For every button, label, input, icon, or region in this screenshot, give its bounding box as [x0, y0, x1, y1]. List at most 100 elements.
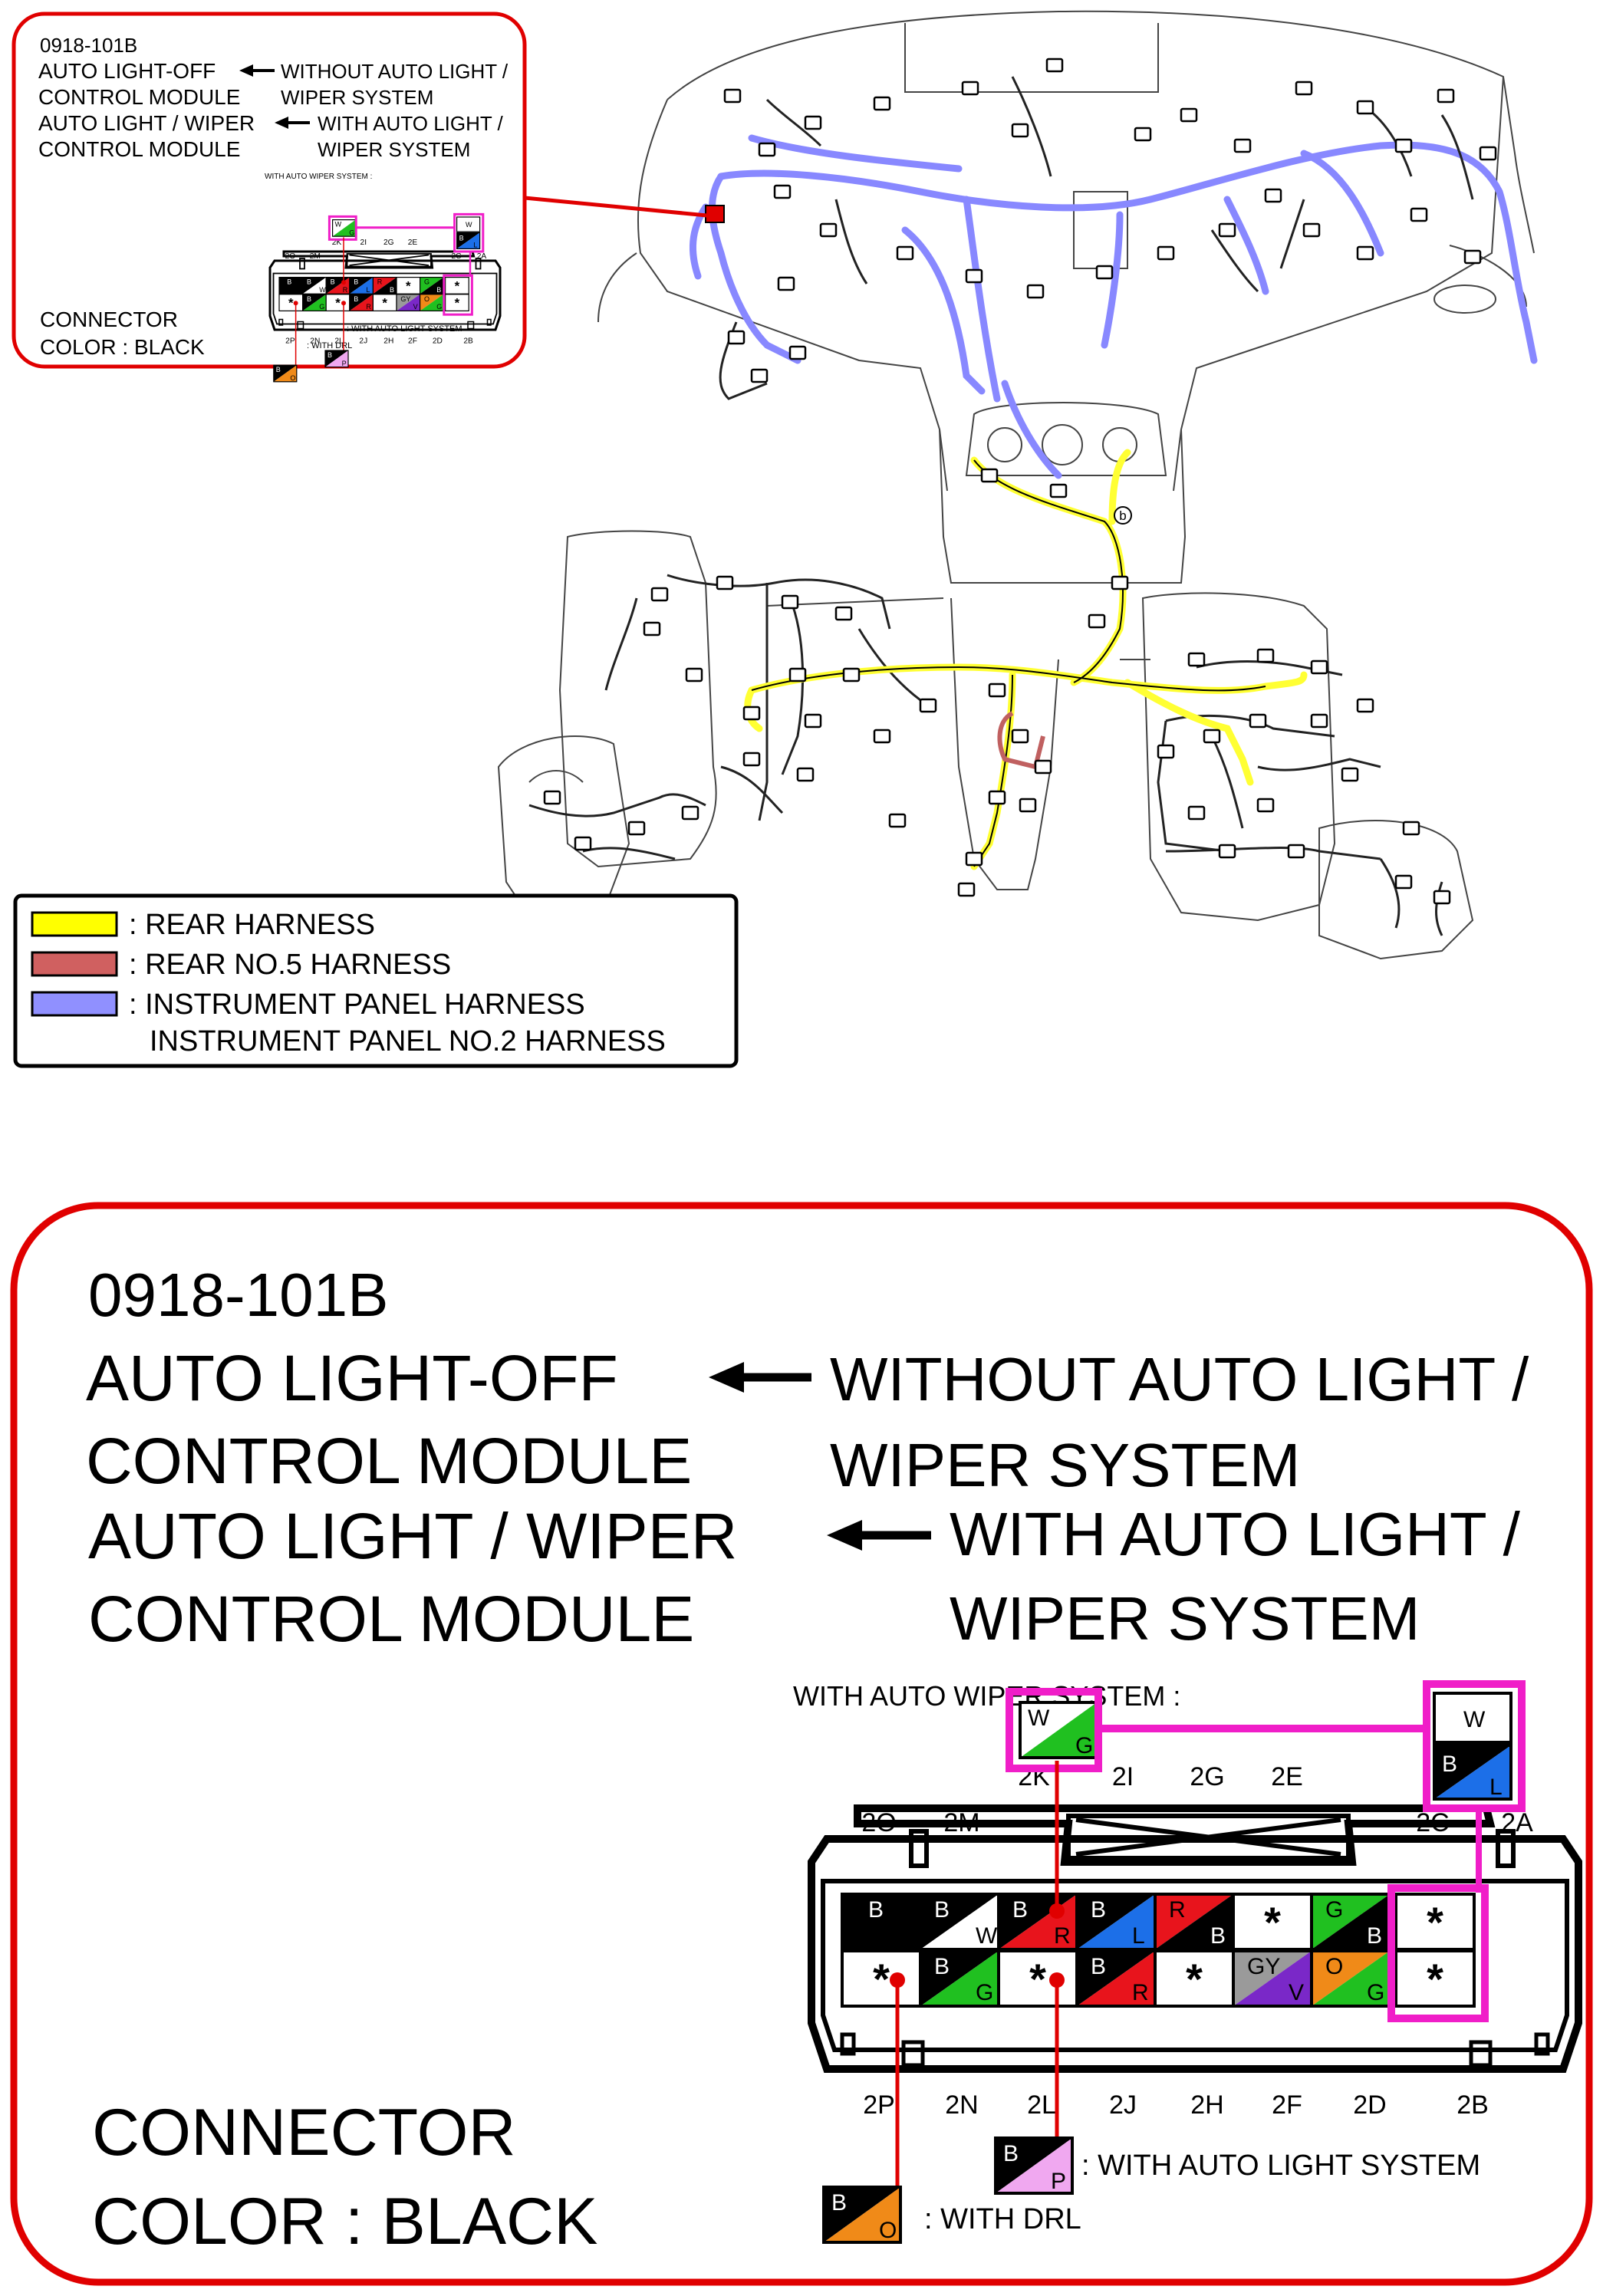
harness-connector — [727, 330, 746, 345]
cell-body — [1394, 1949, 1476, 2008]
cell-color-b — [920, 1951, 999, 2006]
harness-connector — [873, 729, 891, 744]
pin-label: 2L — [334, 337, 344, 345]
pin-label: 2I — [1112, 1762, 1134, 1791]
legend-swatch-instrument-panel — [31, 991, 118, 1017]
harness-connector — [873, 96, 891, 111]
light-option: BP — [324, 350, 349, 368]
wiper-option-bl-outline — [456, 232, 481, 250]
connector-cell: BL — [1075, 1893, 1157, 1951]
connector-cell: * — [1394, 1893, 1476, 1951]
pin-label: 2E — [1271, 1762, 1303, 1791]
cell-color-b — [1077, 1951, 1155, 2006]
pin-label: 2J — [359, 337, 367, 345]
pin-label: 2N — [310, 337, 320, 345]
harness-connector — [627, 821, 646, 836]
cell-wire-color-b: L — [366, 286, 370, 294]
harness-connector — [742, 706, 761, 721]
point-b-marker — [1114, 506, 1132, 525]
cell-wire-color-b: W — [319, 286, 326, 294]
light-option-color-b — [996, 2138, 1072, 2193]
wiper-option-wg-wire-a: W — [1028, 1706, 1050, 1731]
harness-connector — [1157, 245, 1175, 261]
harness-connector — [1479, 146, 1497, 161]
pin-label: 2O — [285, 252, 296, 261]
other-harness-lines — [528, 76, 1474, 936]
wiper-option-b-color — [456, 232, 480, 249]
harness-connector — [1011, 123, 1029, 138]
harness-connector — [1341, 767, 1359, 782]
cell-blank-marker: * — [1029, 1955, 1046, 2003]
cell-wire-color-a: GY — [400, 295, 410, 303]
connector-callout-large: 0918-101B AUTO LIGHT-OFF CONTROL MODULE … — [10, 1202, 1593, 2286]
harness-connector — [1249, 713, 1267, 729]
cell-wire-color-a: B — [1091, 1954, 1106, 1979]
wiper-option-wg-color-a — [332, 219, 356, 237]
wiper-option-bracket — [1006, 1688, 1102, 1772]
cell-color-a — [420, 294, 444, 311]
wiper-option-l-label: L — [1489, 1775, 1503, 1800]
cell-color-b — [349, 277, 374, 294]
harness-connector — [1310, 660, 1328, 675]
cell-blank-marker: * — [873, 1955, 890, 2003]
connector-cell: BW — [919, 1893, 1000, 1951]
cell-blank-marker: * — [1186, 1955, 1203, 2003]
pin-label: 2K — [332, 238, 342, 247]
connector-cell: * — [445, 277, 469, 294]
connector-cell: BR — [1075, 1949, 1157, 2008]
drl-option-wire-a: B — [831, 2190, 847, 2215]
module-1-line1: AUTO LIGHT-OFF — [86, 1342, 618, 1414]
pin-label: 2O — [861, 1808, 896, 1837]
module-2-condition-2: WIPER SYSTEM — [950, 1584, 1420, 1653]
harness-connector — [988, 790, 1006, 805]
cell-blank-marker: * — [406, 278, 411, 293]
cell-wire-color-b: B — [1210, 1923, 1226, 1949]
pin-label: 2P — [863, 2090, 895, 2120]
drl-note: : WITH DRL — [924, 2203, 1081, 2235]
connector-cell: GB — [420, 277, 444, 294]
cell-blank-marker: * — [1264, 1898, 1281, 1946]
wiper-option-l-color — [1434, 1745, 1511, 1799]
harness-connector — [1287, 844, 1305, 859]
harness-connector — [742, 752, 761, 767]
pin-label: 2H — [383, 337, 393, 345]
wiper-option-w-box — [1433, 1692, 1512, 1744]
module-1-condition-1: WITHOUT AUTO LIGHT / — [830, 1345, 1529, 1413]
cell-color-a — [349, 277, 374, 294]
cell-wire-color-a: O — [424, 295, 430, 303]
optional-pins-highlight — [443, 274, 473, 316]
connector-cell: * — [997, 1949, 1078, 2008]
pin-label: 2F — [1272, 2090, 1302, 2120]
connector-cell: BL — [349, 277, 374, 294]
light-option-wire-b: P — [1051, 2169, 1066, 2194]
pin-label: 2J — [1109, 2090, 1137, 2120]
harness-connector — [1019, 798, 1037, 813]
cell-color-a — [326, 277, 350, 294]
cell-wire-color-a: B — [331, 278, 335, 286]
legend-rear-harness: : REAR HARNESS — [129, 909, 375, 941]
cell-wire-color-a: B — [1091, 1897, 1106, 1923]
harness-connector — [1356, 245, 1374, 261]
harness-connector — [1433, 890, 1451, 905]
cell-color-b — [920, 1894, 999, 1949]
connector-cell: OG — [1310, 1949, 1391, 2008]
pin-label: 2D — [433, 337, 443, 345]
harness-connector — [781, 594, 799, 610]
connector-cell: * — [1232, 1893, 1313, 1951]
connector-color-small: COLOR : BLACK — [40, 335, 205, 359]
cell-color-b — [302, 294, 327, 311]
connector-cell: * — [1154, 1949, 1235, 2008]
harness-connector — [1157, 744, 1175, 759]
harness-connector — [1111, 575, 1129, 590]
wiper-option-bracket-2 — [356, 212, 485, 253]
light-option-outline — [994, 2136, 1074, 2195]
harness-connector — [804, 713, 822, 729]
harness-connector — [980, 468, 999, 483]
cell-wire-color-a: O — [1325, 1954, 1343, 1979]
pin-label: 2F — [408, 337, 417, 345]
harness-connector — [1088, 613, 1106, 629]
arrow-icon — [275, 117, 310, 129]
harness-connector — [643, 621, 661, 636]
wiper-option-w-label: W — [466, 221, 472, 229]
